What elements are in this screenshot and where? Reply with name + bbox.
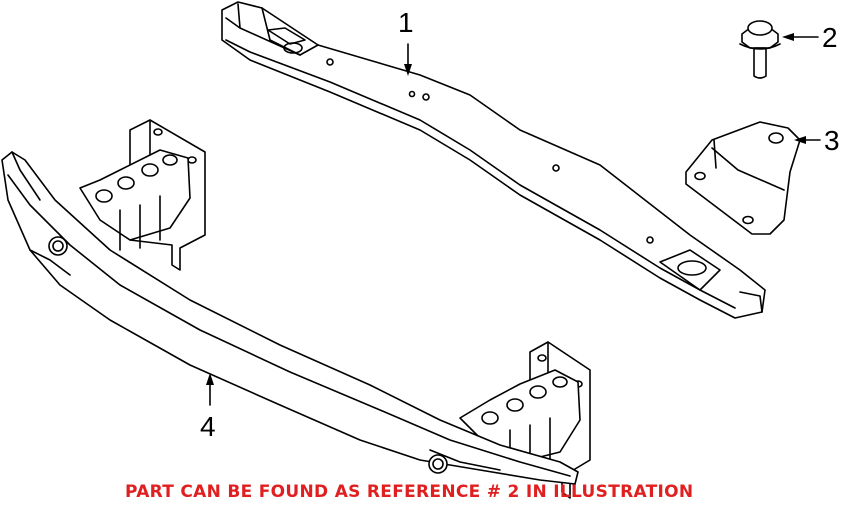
part-4-beam	[1, 119, 591, 499]
callout-4: 4	[200, 411, 216, 442]
callout-3: 3	[824, 125, 840, 156]
part-2-bolt	[739, 20, 781, 79]
callout-arrows	[206, 33, 821, 406]
part-1-rail	[221, 1, 766, 319]
reference-note: PART CAN BE FOUND AS REFERENCE # 2 IN IL…	[125, 482, 693, 502]
callout-1: 1	[398, 7, 414, 38]
part-3-bracket	[685, 121, 801, 235]
callout-2: 2	[822, 22, 838, 53]
